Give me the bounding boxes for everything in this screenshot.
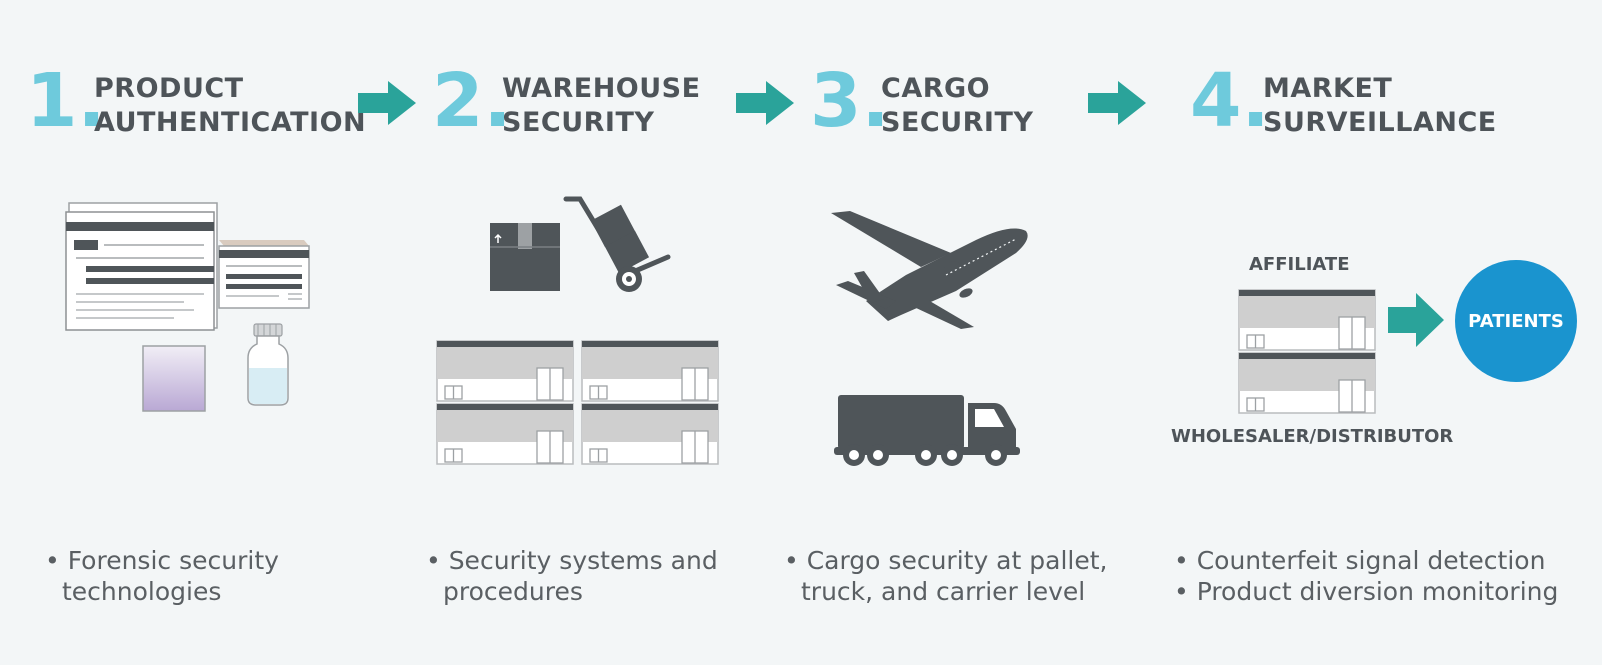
step-2-title: WAREHOUSE SECURITY [502,72,701,140]
step-1-title-line2: AUTHENTICATION [94,107,367,138]
document-icon [65,202,310,412]
step-4-title: MARKET SURVEILLANCE [1263,72,1497,140]
warehouse-icon [581,403,719,465]
warehouse-icon [581,340,719,402]
step-2-title-line2: SECURITY [502,107,655,138]
step-3-bullets: • Cargo security at pallet, truck, and c… [784,545,1107,607]
wholesaler-distributor-label: WHOLESALER/DISTRIBUTOR [1171,426,1454,447]
step-2-bullets: • Security systems and procedures [426,545,718,607]
step-3-title: CARGO SECURITY [881,72,1033,140]
bullet-line: procedures [443,577,583,606]
bullet-line: truck, and carrier level [801,577,1086,606]
step-1-number: 1. [26,58,106,144]
truck-icon [834,395,1020,466]
bullet-line: • Counterfeit signal detection [1174,546,1546,575]
bullet-line: technologies [62,577,222,606]
bullet-line: • Cargo security at pallet, [784,546,1108,575]
warehouse-icon [1238,289,1376,351]
warehouse-tools-group [490,196,671,292]
step-2-title-line1: WAREHOUSE [502,73,701,104]
warehouse-icon [436,340,574,402]
step-1-title: PRODUCT AUTHENTICATION [94,72,366,140]
bullet-line: • Security systems and [426,546,718,575]
step-3-title-line2: SECURITY [881,107,1034,138]
step-3-number: 3. [810,58,890,144]
hand-truck-icon [563,196,671,292]
patients-label: PATIENTS [1468,310,1564,332]
warehouse-icon [436,403,574,465]
bullet-line: • Forensic security [45,546,279,575]
bullet-line: • Product diversion monitoring [1174,577,1559,606]
right-arrow-icon [1388,293,1444,347]
step-3-title-line1: CARGO [881,73,991,104]
affiliate-label: AFFILIATE [1249,254,1350,275]
step-2-number: 2. [432,58,512,144]
market-warehouses [1238,289,1376,414]
step-4-number: 4. [1190,58,1270,144]
step-1-bullets: • Forensic security technologies [45,545,279,607]
step-4-bullets: • Counterfeit signal detection • Product… [1174,545,1558,607]
step-4-title-line2: SURVEILLANCE [1263,107,1497,138]
step-4-title-line1: MARKET [1263,73,1393,104]
warehouse-grid [436,340,719,465]
right-arrow-icon [358,81,416,125]
patients-circle: PATIENTS [1455,260,1577,382]
right-arrow-icon [736,81,794,125]
airplane-icon [831,211,1028,329]
warehouse-icon [1238,352,1376,414]
step-1-title-line1: PRODUCT [94,73,244,104]
box-icon [490,223,560,291]
right-arrow-icon [1088,81,1146,125]
